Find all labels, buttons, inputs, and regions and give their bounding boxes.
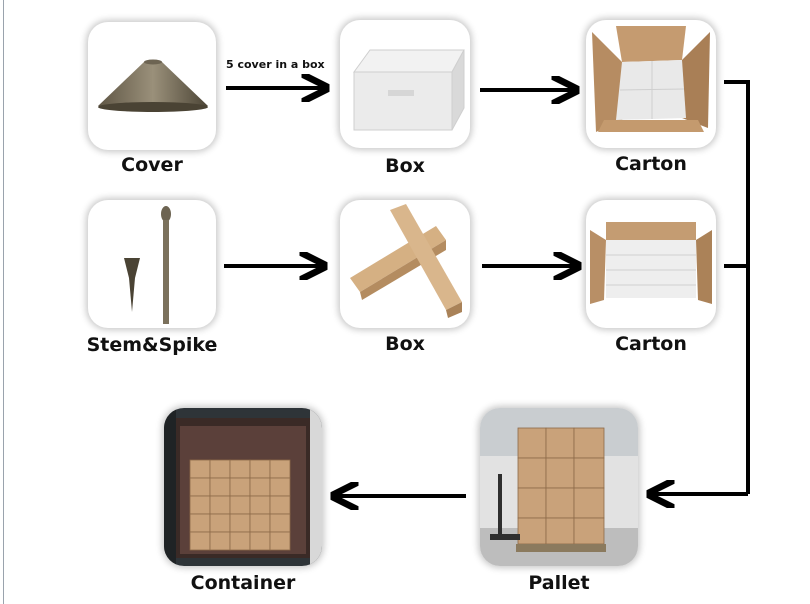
- box2-image-tile: [340, 200, 470, 328]
- pallet-label: Pallet: [528, 572, 590, 594]
- cone-lamp-cover-icon: [98, 59, 208, 112]
- box1-label: Box: [385, 155, 425, 177]
- box2-label: Box: [385, 333, 425, 355]
- white-box-icon: [353, 49, 465, 131]
- pallet-of-cartons-icon: [480, 408, 638, 566]
- stem-image-tile: [88, 200, 216, 328]
- box1-image-tile: [340, 20, 470, 148]
- container-label: Container: [190, 572, 296, 594]
- carton1-label: Carton: [615, 153, 687, 175]
- connector-carton1-to-trunk: [724, 80, 750, 494]
- carton1-image-tile: [586, 20, 716, 148]
- carton2-image-tile: [586, 200, 716, 328]
- open-carton-white-boxes-icon: [592, 26, 710, 132]
- cover-label: Cover: [121, 154, 183, 176]
- five-cover-note: 5 cover in a box: [226, 58, 325, 71]
- container-image-tile: [164, 408, 322, 566]
- stem-label: Stem&Spike: [86, 334, 218, 356]
- open-long-carton-icon: [590, 222, 712, 304]
- long-kraft-boxes-icon: [350, 204, 462, 318]
- pallet-image-tile: [480, 408, 638, 566]
- left-border-line: [3, 0, 4, 604]
- stem-and-spike-icon: [124, 206, 171, 324]
- loaded-shipping-container-icon: [164, 408, 322, 566]
- carton2-label: Carton: [615, 333, 687, 355]
- cover-image-tile: [88, 22, 216, 150]
